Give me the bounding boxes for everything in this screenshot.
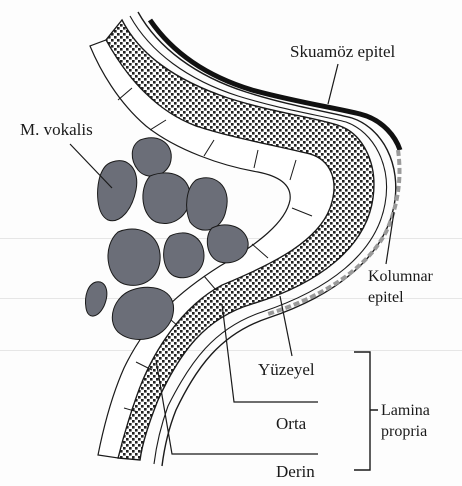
muscle-fiber	[164, 233, 204, 278]
muscle-fiber	[85, 282, 106, 316]
label-columnar-line2: epitel	[368, 287, 433, 308]
label-squamous-epithelium: Skuamöz epitel	[290, 42, 395, 62]
lamina-propria-bracket	[354, 352, 378, 470]
label-lamina-line1: Lamina	[381, 400, 430, 421]
label-columnar-epithelium: Kolumnar epitel	[368, 266, 433, 308]
label-columnar-line1: Kolumnar	[368, 266, 433, 287]
leader-middle	[222, 304, 318, 402]
label-superficial: Yüzeyel	[258, 360, 315, 380]
muscle-fiber	[132, 138, 171, 177]
label-middle: Orta	[276, 414, 306, 434]
muscle-fiber	[98, 161, 137, 221]
muscle-fiber	[143, 173, 190, 224]
muscle-fiber	[108, 229, 160, 285]
muscle-fiber	[187, 178, 228, 230]
label-deep: Derin	[276, 462, 315, 482]
label-lamina-propria: Lamina propria	[381, 400, 430, 442]
label-m-vocalis: M. vokalis	[20, 120, 93, 140]
muscle-fiber	[207, 225, 248, 263]
label-lamina-line2: propria	[381, 421, 430, 442]
leader-squamous	[328, 64, 338, 104]
